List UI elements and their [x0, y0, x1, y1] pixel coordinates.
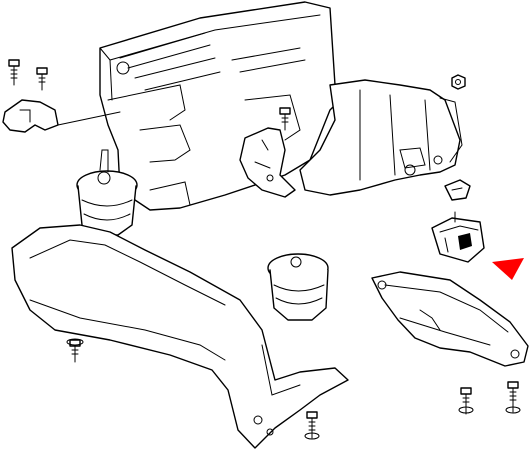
front-crossmember — [11, 224, 349, 449]
nut — [451, 74, 466, 90]
bolt — [8, 59, 20, 86]
engine-mount-center — [267, 253, 329, 321]
engine-mount-left — [76, 149, 138, 247]
mounting-bracket-small — [2, 99, 121, 133]
retaining-clip — [444, 179, 471, 201]
transmission-housing — [299, 79, 463, 196]
bolt — [458, 387, 474, 415]
red-marker-arrow — [492, 258, 524, 280]
bolt — [36, 67, 48, 91]
transmission-mount — [431, 211, 485, 263]
bolt — [66, 338, 84, 363]
mounting-bracket-left — [239, 127, 296, 198]
bolt — [505, 381, 521, 414]
bolt — [279, 107, 291, 131]
bolt — [304, 411, 320, 440]
transmission-crossmember — [371, 271, 529, 367]
